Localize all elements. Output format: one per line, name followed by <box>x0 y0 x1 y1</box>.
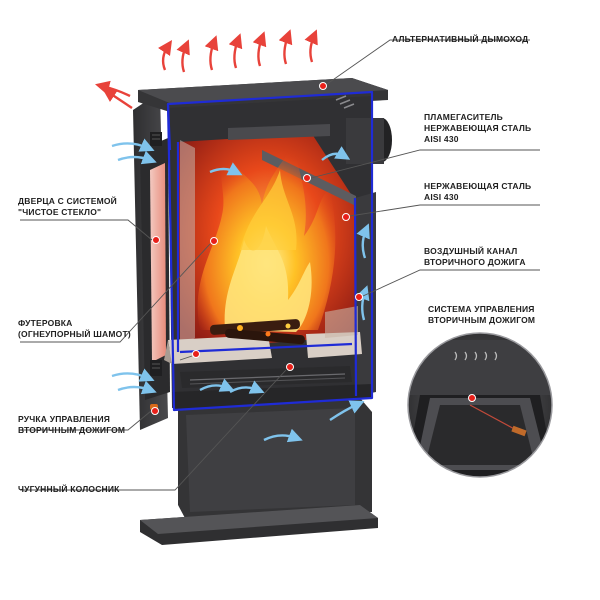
label-clean-glass-door-line2: "ЧИСТОЕ СТЕКЛО" <box>18 207 102 217</box>
red-dot-marker-icons <box>151 82 363 415</box>
label-flame-arrester-line2: НЕРЖАВЕЮЩАЯ СТАЛЬ <box>424 123 532 133</box>
pedestal-front <box>186 408 355 512</box>
refractory-back-right <box>325 306 358 338</box>
label-cast-iron-grate: ЧУГУННЫЙ КОЛОСНИК <box>18 484 120 495</box>
label-flame-arrester: ПЛАМЕГАСИТЕЛЬ НЕРЖАВЕЮЩАЯ СТАЛЬ AISI 430 <box>424 112 531 145</box>
refractory-lining-left <box>180 140 195 346</box>
door-vent-bottom <box>150 360 162 376</box>
label-flame-arrester-line1: ПЛАМЕГАСИТЕЛЬ <box>424 112 503 122</box>
label-cast-iron-grate-text: ЧУГУННЫЙ КОЛОСНИК <box>18 484 120 494</box>
label-refractory-lining-line1: ФУТЕРОВКА <box>18 318 73 328</box>
leader-lines <box>20 39 540 491</box>
label-alternative-chimney: АЛЬТЕРНАТИВНЫЙ ДЫМОХОД <box>392 34 528 45</box>
label-control-system: СИСТЕМА УПРАВЛЕНИЯ ВТОРИЧНЫМ ДОЖИГОМ <box>428 304 535 326</box>
secondary-burn-control-inset <box>407 332 553 478</box>
stove-body <box>133 78 392 545</box>
flames <box>197 140 336 332</box>
hot-air-arrow-icons <box>95 29 318 109</box>
label-control-system-line1: СИСТЕМА УПРАВЛЕНИЯ <box>428 304 535 314</box>
label-clean-glass-door-line1: ДВЕРЦА С СИСТЕМОЙ <box>18 196 117 206</box>
label-air-channel-line1: ВОЗДУШНЫЙ КАНАЛ <box>424 246 518 256</box>
label-alternative-chimney-text: АЛЬТЕРНАТИВНЫЙ ДЫМОХОД <box>392 34 529 44</box>
label-stainless-steel: НЕРЖАВЕЮЩАЯ СТАЛЬ AISI 430 <box>424 181 531 203</box>
top-vent-slots <box>335 95 355 109</box>
label-air-channel-line2: ВТОРИЧНОГО ДОЖИГА <box>424 257 526 267</box>
label-air-channel: ВОЗДУШНЫЙ КАНАЛ ВТОРИЧНОГО ДОЖИГА <box>424 246 526 268</box>
label-stainless-steel-line2: AISI 430 <box>424 192 459 202</box>
cool-air-arrow-icons <box>111 138 370 443</box>
door-glass <box>150 163 166 362</box>
label-control-handle: РУЧКА УПРАВЛЕНИЯ ВТОРИЧНЫМ ДОЖИГОМ <box>18 414 125 436</box>
base-plate-top <box>140 505 378 534</box>
label-stainless-steel-line1: НЕРЖАВЕЮЩАЯ СТАЛЬ <box>424 181 532 191</box>
burning-logs <box>210 319 305 345</box>
flame-arrester-plate <box>228 124 330 140</box>
refractory-floor-edge-left <box>164 340 172 364</box>
label-clean-glass-door: ДВЕРЦА С СИСТЕМОЙ "ЧИСТОЕ СТЕКЛО" <box>18 196 117 218</box>
label-control-handle-line1: РУЧКА УПРАВЛЕНИЯ <box>18 414 111 424</box>
door-vent-top <box>150 132 162 146</box>
label-control-handle-line2: ВТОРИЧНЫМ ДОЖИГОМ <box>18 425 126 435</box>
label-control-system-line2: ВТОРИЧНЫМ ДОЖИГОМ <box>428 315 536 325</box>
label-refractory-lining-line2: (ОГНЕУПОРНЫЙ ШАМОТ) <box>18 329 131 339</box>
chimney-outlet <box>346 118 384 164</box>
label-refractory-lining: ФУТЕРОВКА (ОГНЕУПОРНЫЙ ШАМОТ) <box>18 318 131 340</box>
label-flame-arrester-line3: AISI 430 <box>424 134 459 144</box>
